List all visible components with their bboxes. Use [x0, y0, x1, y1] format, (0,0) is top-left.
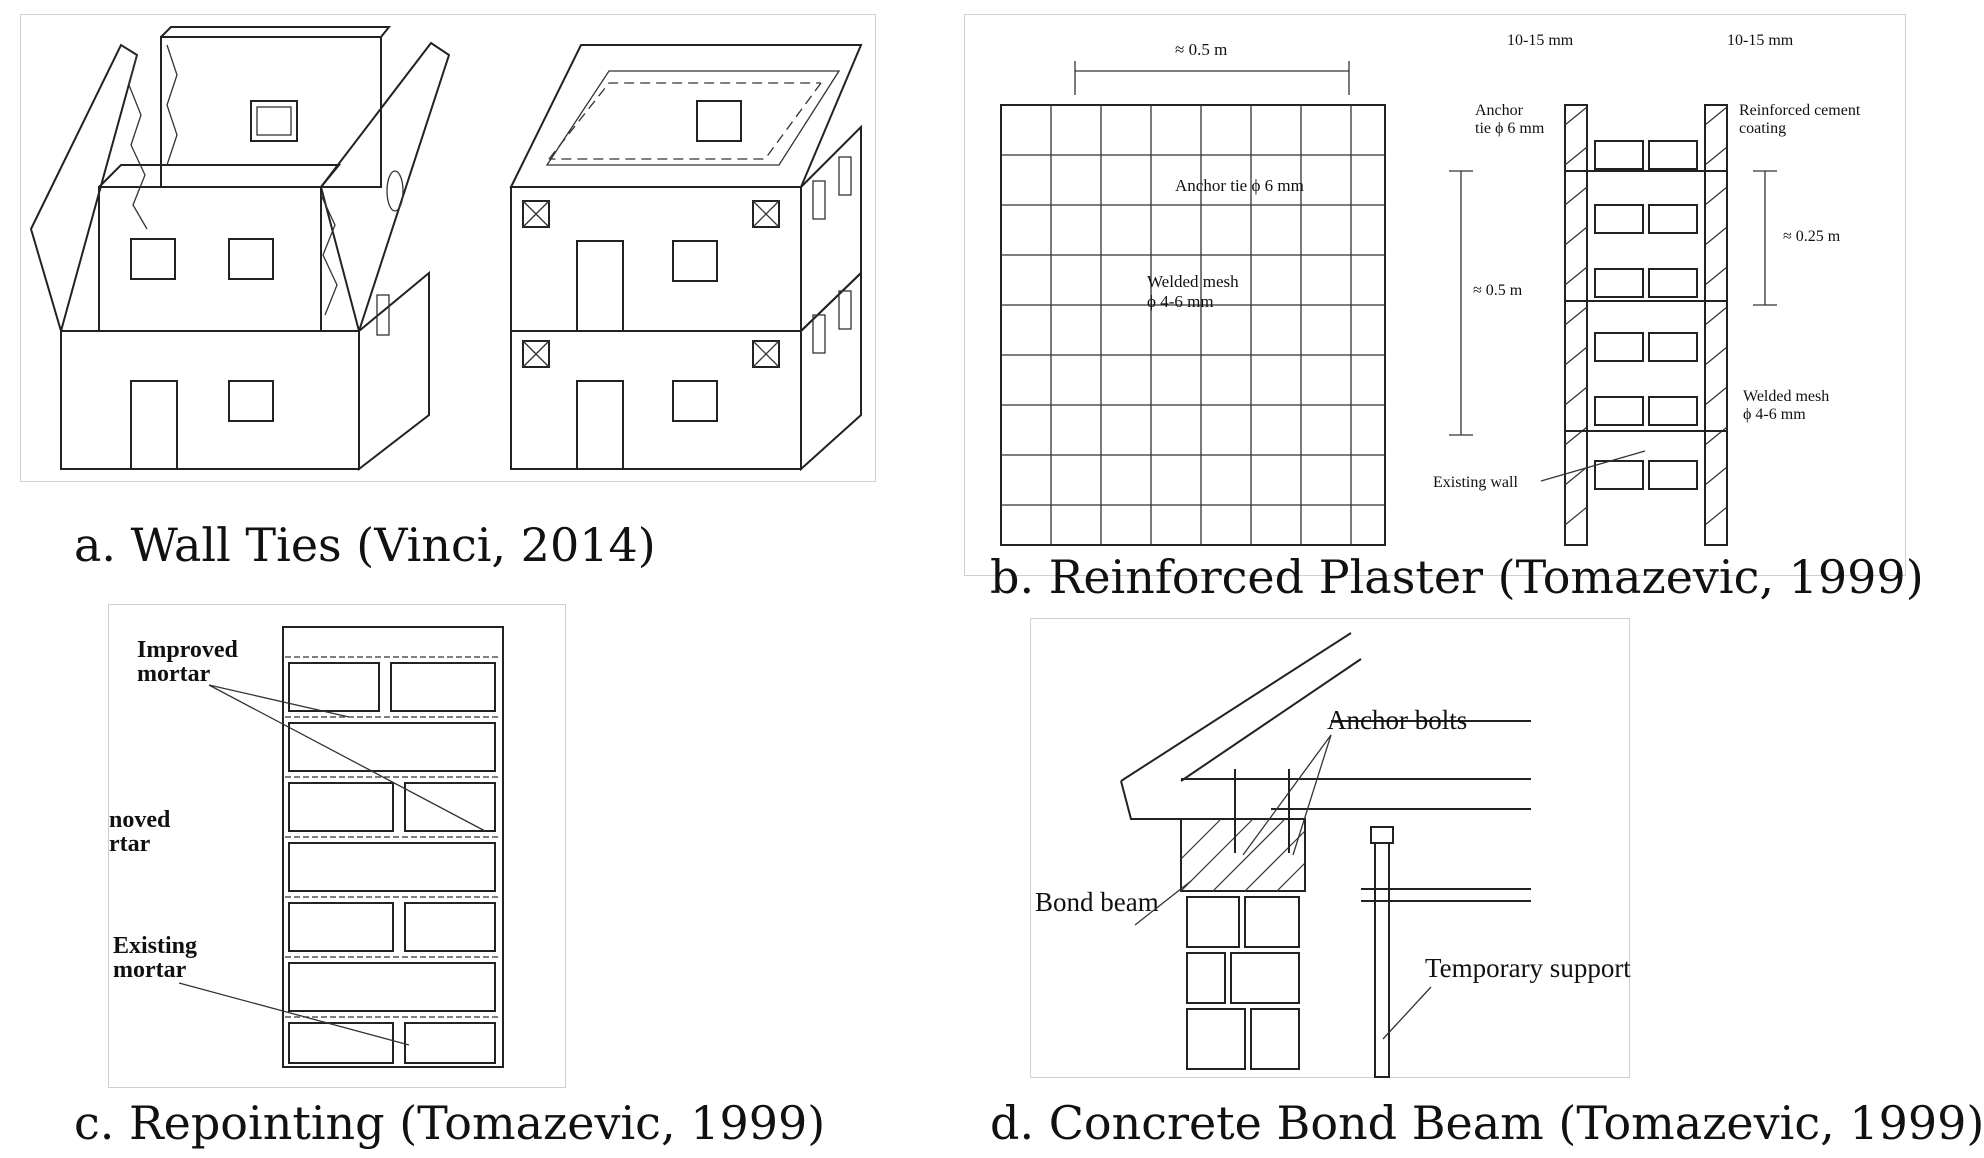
- wall-section: [1564, 104, 1728, 546]
- bond-beam-label: Bond beam: [1035, 887, 1159, 917]
- wall-ties-drawing: [29, 26, 863, 472]
- anchor-bolts-label: Anchor bolts: [1327, 705, 1467, 735]
- dim-025-label: ≈ 0.25 m: [1783, 228, 1841, 245]
- dimension-vertical: ≈ 0.5 m ≈ 0.25 m: [1449, 170, 1841, 436]
- temporary-support-post: [1370, 826, 1394, 1078]
- improved-label: Improved: [137, 637, 239, 663]
- existing-label: Existing: [113, 933, 197, 959]
- panel-bond-beam: Anchor bolts Bond beam Temporary support: [1030, 618, 1631, 1078]
- anchor-label: Anchor: [1475, 102, 1524, 119]
- removed-label: noved: [109, 807, 171, 833]
- welded-mesh-label: Welded mesh: [1147, 272, 1239, 291]
- mesh-right-label: Welded mesh: [1743, 388, 1829, 405]
- existing-wall-label: Existing wall: [1433, 474, 1518, 491]
- caption-repointing: c. Repointing (Tomazevic, 1999): [74, 1096, 826, 1150]
- anchor-tie-label: Anchor tie ϕ 6 mm: [1175, 176, 1304, 195]
- bond-beam: [1180, 818, 1306, 892]
- temporary-support-label: Temporary support: [1425, 953, 1631, 983]
- coating-label: Reinforced cement: [1739, 102, 1861, 119]
- brick-column: [282, 626, 504, 1068]
- roof: [1120, 632, 1531, 902]
- existing-mortar-label: mortar: [113, 957, 187, 983]
- dim-top-label: ≈ 0.5 m: [1175, 40, 1227, 59]
- anchor-bolts: [1234, 769, 1290, 853]
- bond-beam-drawing: Anchor bolts Bond beam Temporary support: [1035, 632, 1631, 1078]
- panel-reinforced-plaster: ≈ 0.5 m Anchor tie ϕ 6 mm Welded mesh ϕ …: [964, 14, 1906, 576]
- welded-mesh-grid: [1000, 104, 1386, 546]
- panel-repointing: Improved mortar noved rtar Existing mort…: [108, 604, 566, 1088]
- gap-left-label: 10-15 mm: [1507, 32, 1574, 49]
- removed-mortar-label: rtar: [109, 831, 151, 857]
- caption-bond-beam: d. Concrete Bond Beam (Tomazevic, 1999): [990, 1096, 1984, 1150]
- coating-label-2: coating: [1739, 120, 1786, 137]
- reinforced-plaster-drawing: ≈ 0.5 m Anchor tie ϕ 6 mm Welded mesh ϕ …: [1000, 32, 1861, 546]
- gap-right-label: 10-15 mm: [1727, 32, 1794, 49]
- anchor-size-label: tie ϕ 6 mm: [1475, 120, 1545, 137]
- cracked-house: [29, 26, 451, 472]
- caption-wall-ties: a. Wall Ties (Vinci, 2014): [74, 518, 656, 572]
- stone-wall: [1186, 896, 1300, 1070]
- mesh-right-size: ϕ 4-6 mm: [1743, 406, 1806, 423]
- welded-mesh-size: ϕ 4-6 mm: [1147, 292, 1214, 311]
- dim-vertical-label: ≈ 0.5 m: [1473, 282, 1523, 299]
- panel-wall-ties: [20, 14, 876, 482]
- dimension-top: ≈ 0.5 m: [1074, 40, 1350, 95]
- tied-house: [509, 44, 863, 472]
- repointing-drawing: Improved mortar noved rtar Existing mort…: [109, 626, 504, 1068]
- improved-mortar-label: mortar: [137, 661, 211, 687]
- caption-reinforced-plaster: b. Reinforced Plaster (Tomazevic, 1999): [990, 550, 1924, 604]
